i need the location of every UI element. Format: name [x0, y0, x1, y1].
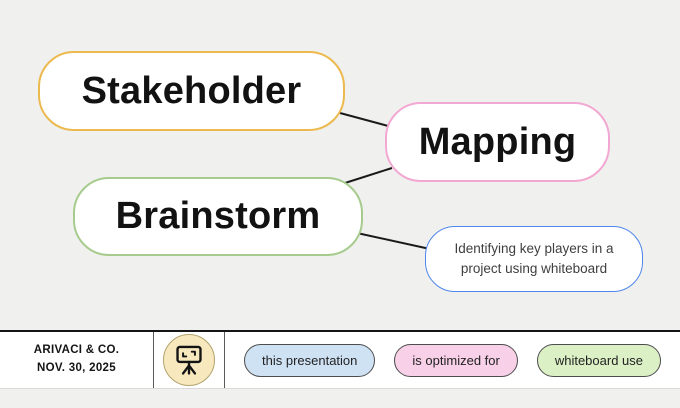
node-brainstorm-label: Brainstorm: [115, 195, 321, 237]
footer-icon-section: [154, 332, 225, 388]
connector-brainstorm-description: [356, 232, 431, 250]
icon-circle-badge: [163, 334, 215, 386]
date-text: NOV. 30, 2025: [37, 362, 116, 374]
connector-lines: [339, 112, 431, 250]
footer-brand: ARIVACI & CO. NOV. 30, 2025: [0, 332, 154, 388]
pill-whiteboard-use: whiteboard use: [536, 343, 661, 377]
footer-pills: this presentation is optimized for white…: [225, 332, 680, 388]
node-stakeholder-label: Stakeholder: [81, 69, 302, 112]
connector-stakeholder-mapping: [339, 112, 393, 128]
footer-bar: ARIVACI & CO. NOV. 30, 2025 this p: [0, 330, 680, 389]
company-name: ARIVACI & CO.: [33, 344, 120, 357]
node-mapping: Mapping: [385, 102, 610, 182]
connector-brainstorm-mapping: [344, 167, 393, 184]
pill-is-optimized-for: is optimized for: [394, 343, 518, 377]
presentation-board-icon: [170, 341, 208, 379]
node-mapping-label: Mapping: [418, 120, 577, 163]
node-brainstorm: Brainstorm: [73, 177, 363, 256]
pill-this-presentation: this presentation: [244, 343, 376, 377]
node-description-label: Identifying key players in a project usi…: [454, 240, 614, 276]
node-description: Identifying key players in a project usi…: [425, 226, 643, 292]
node-stakeholder: Stakeholder: [38, 51, 345, 131]
